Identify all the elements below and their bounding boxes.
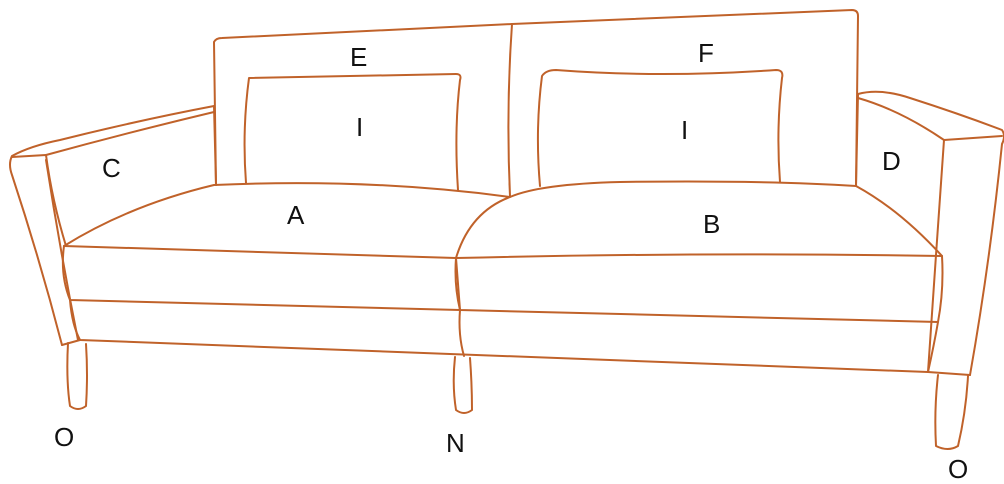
label-pillow-right: I	[681, 115, 689, 145]
pillow-left	[243, 73, 462, 191]
label-leg-center: N	[446, 428, 465, 458]
seat-divider-front	[455, 257, 465, 357]
seat-front-top	[63, 245, 943, 259]
arm-right	[855, 90, 1004, 376]
seat-right-top	[455, 180, 943, 259]
arm-left-top	[45, 111, 215, 156]
pillow-right	[536, 69, 784, 187]
arm-left	[9, 105, 217, 346]
label-leg-right: O	[948, 454, 969, 484]
label-back-right: F	[698, 38, 714, 68]
label-seat-left: A	[287, 200, 305, 230]
label-seat-right: B	[703, 209, 721, 239]
arm-right-inner	[857, 97, 1003, 141]
label-arm-left: C	[102, 153, 121, 183]
leg-left-shape	[66, 342, 88, 410]
base-rail-left-end	[61, 339, 81, 346]
back-left-panel	[213, 23, 513, 186]
seat-right-front	[454, 255, 944, 323]
label-leg-left: O	[54, 422, 75, 452]
back-right-panel	[511, 9, 859, 187]
label-pillow-left: I	[356, 112, 364, 142]
arm-right-front	[927, 139, 945, 373]
seat-left-top	[63, 182, 511, 247]
arm-left-front	[45, 159, 79, 341]
leg-center-shape	[452, 356, 473, 414]
arm-left-inner	[11, 154, 67, 247]
base-rail-right-end	[927, 371, 971, 376]
label-arm-right: D	[882, 146, 901, 176]
back-divider	[507, 23, 513, 197]
leg-right-shape	[934, 374, 969, 450]
sofa-outline	[9, 9, 1004, 450]
label-back-left: E	[350, 42, 368, 72]
base-rail	[69, 299, 939, 373]
